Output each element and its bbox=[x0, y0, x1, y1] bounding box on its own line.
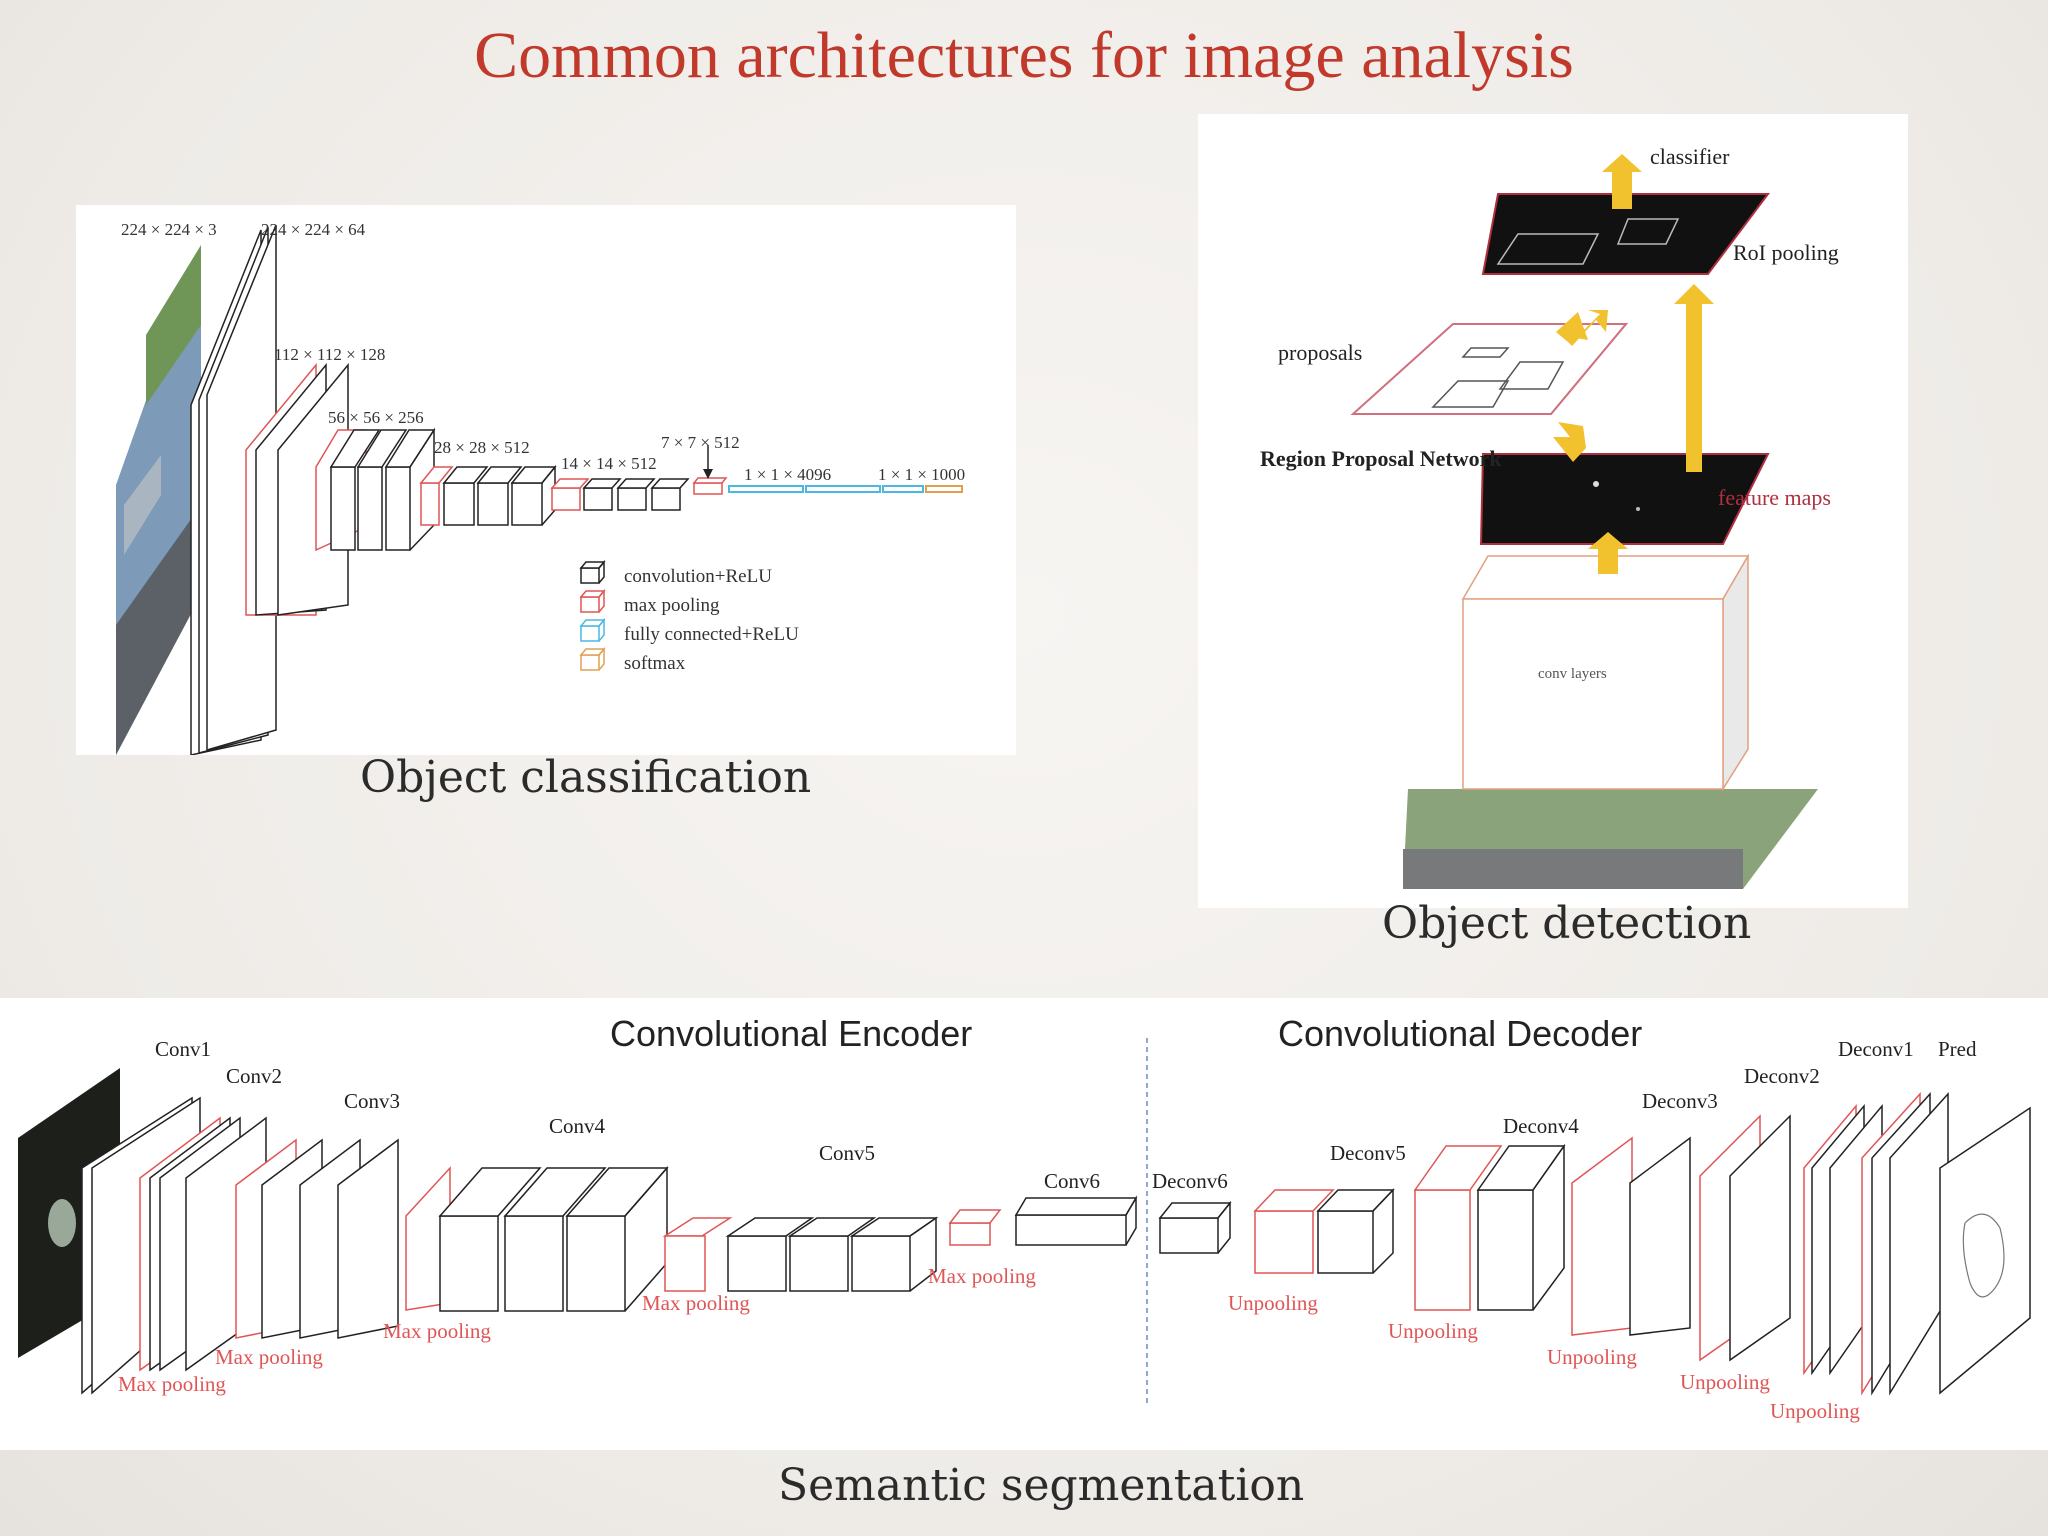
deconv2-label: Deconv2 bbox=[1744, 1064, 1820, 1088]
arrow-up-icon bbox=[1556, 310, 1608, 346]
feature-maps-label: feature maps bbox=[1718, 485, 1831, 510]
pred-label: Pred bbox=[1938, 1037, 1977, 1061]
arrow-up-icon bbox=[1674, 284, 1714, 472]
segmentation-panel: Convolutional Encoder Convolutional Deco… bbox=[0, 998, 2048, 1450]
slide-title: Common architectures for image analysis bbox=[474, 19, 1574, 92]
legend-label: fully connected+ReLU bbox=[624, 624, 799, 645]
deconv3-label: Deconv3 bbox=[1642, 1089, 1718, 1113]
roi-plane bbox=[1481, 193, 1770, 275]
max-pooling-label-2: Max pooling bbox=[215, 1345, 323, 1369]
dim-28: 28 × 28 × 512 bbox=[434, 438, 530, 457]
segnet-diagram: Convolutional Encoder Convolutional Deco… bbox=[18, 1013, 2031, 1423]
deconv5-label: Deconv5 bbox=[1330, 1141, 1406, 1165]
dim-1000: 1 × 1 × 1000 bbox=[878, 465, 965, 484]
dim-56: 56 × 56 × 256 bbox=[328, 408, 424, 427]
unpooling-label-4: Unpooling bbox=[1680, 1370, 1770, 1394]
detection-panel: conv layers image feature maps proposals… bbox=[1198, 114, 1908, 908]
conv2-label: Conv2 bbox=[226, 1064, 282, 1088]
dim-4096: 1 × 1 × 4096 bbox=[744, 465, 831, 484]
arrow-up-icon bbox=[1602, 154, 1642, 209]
max-pooling-label-3: Max pooling bbox=[383, 1319, 491, 1343]
proposals-label: proposals bbox=[1278, 340, 1362, 365]
max-pooling-label-4: Max pooling bbox=[642, 1291, 750, 1315]
legend-label: max pooling bbox=[624, 595, 720, 616]
classification-caption: Object classification bbox=[360, 752, 812, 803]
feature-maps-plane bbox=[1479, 453, 1770, 545]
unpooling-label-1: Unpooling bbox=[1228, 1291, 1318, 1315]
conv-layers-label: conv layers bbox=[1538, 666, 1607, 682]
max-pooling-label-5: Max pooling bbox=[928, 1264, 1036, 1288]
vgg-diagram: 224 × 224 × 3 224 × 224 × 64 112 × 112 ×… bbox=[116, 220, 965, 756]
dim-14: 14 × 14 × 512 bbox=[561, 454, 657, 473]
legend-swatch-icon bbox=[579, 588, 606, 613]
conv1-label: Conv1 bbox=[155, 1037, 211, 1061]
legend-label: convolution+ReLU bbox=[624, 566, 772, 587]
conv-layers-box bbox=[1462, 598, 1724, 790]
deconv6-label: Deconv6 bbox=[1152, 1169, 1228, 1193]
legend-swatch-icon bbox=[579, 646, 606, 671]
legend-swatch-icon bbox=[579, 617, 606, 642]
dim-224x64: 224 × 224 × 64 bbox=[261, 220, 366, 239]
legend-label: softmax bbox=[624, 653, 686, 674]
dim-7: 7 × 7 × 512 bbox=[661, 433, 740, 452]
unpooling-label-3: Unpooling bbox=[1547, 1345, 1637, 1369]
dim-112: 112 × 112 × 128 bbox=[274, 345, 385, 364]
legend: convolution+ReLU max pooling fully connect… bbox=[579, 559, 799, 674]
deconv4-label: Deconv4 bbox=[1503, 1114, 1579, 1138]
conv3-label: Conv3 bbox=[344, 1089, 400, 1113]
faster-rcnn-diagram: conv layers image feature maps proposals… bbox=[1260, 144, 1839, 889]
segmentation-caption: Semantic segmentation bbox=[778, 1460, 1305, 1511]
max-pooling-label-1: Max pooling bbox=[118, 1372, 226, 1396]
prediction-map bbox=[1939, 1106, 2031, 1395]
conv4-label: Conv4 bbox=[549, 1114, 606, 1138]
image-label: image bbox=[1548, 764, 1585, 780]
arrow-up-icon bbox=[1588, 532, 1628, 574]
roi-label: RoI pooling bbox=[1733, 240, 1839, 265]
encoder-title: Convolutional Encoder bbox=[610, 1013, 972, 1054]
classifier-label: classifier bbox=[1650, 144, 1730, 169]
rpn-label: Region Proposal Network bbox=[1260, 446, 1502, 471]
legend-swatch-icon bbox=[579, 559, 606, 584]
dim-224x3: 224 × 224 × 3 bbox=[121, 220, 217, 239]
arrow-up-icon bbox=[1553, 422, 1586, 462]
flow-arrows bbox=[1553, 154, 1714, 574]
classification-panel: 224 × 224 × 3 224 × 224 × 64 112 × 112 ×… bbox=[76, 205, 1016, 756]
conv6-label: Conv6 bbox=[1044, 1169, 1100, 1193]
detection-caption: Object detection bbox=[1382, 898, 1752, 949]
unpooling-label-5: Unpooling bbox=[1770, 1399, 1860, 1423]
decoder-title: Convolutional Decoder bbox=[1278, 1013, 1642, 1054]
conv5-label: Conv5 bbox=[819, 1141, 875, 1165]
unpooling-label-2: Unpooling bbox=[1388, 1319, 1478, 1343]
deconv1-label: Deconv1 bbox=[1838, 1037, 1914, 1061]
